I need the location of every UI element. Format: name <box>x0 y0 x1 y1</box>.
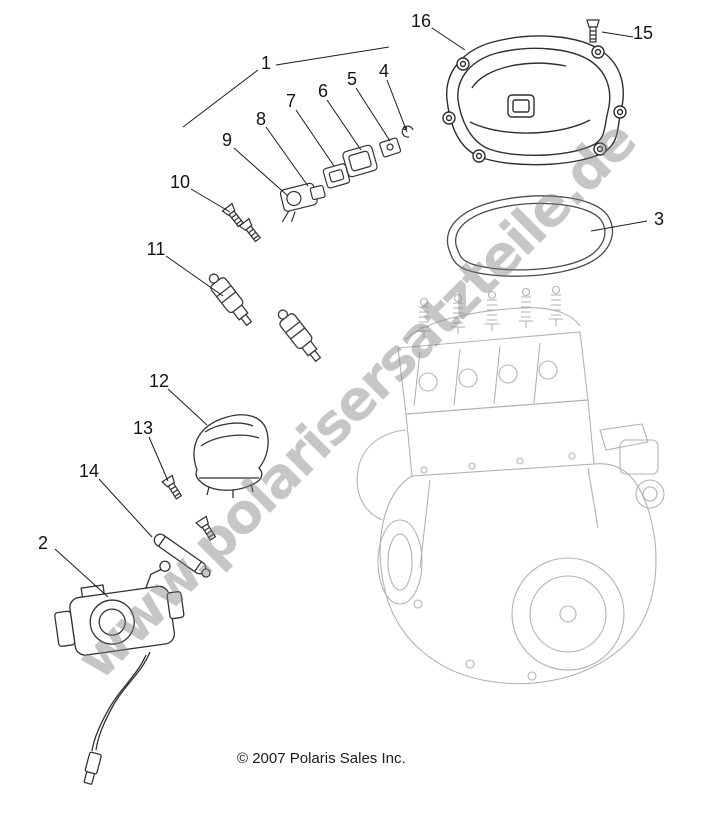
callout-12: 12 <box>148 371 170 391</box>
callout-14: 14 <box>78 461 100 481</box>
callout-9: 9 <box>221 130 233 150</box>
bolt-15-drawing <box>586 19 600 43</box>
callout-5: 5 <box>346 69 358 89</box>
callout-10: 10 <box>169 172 191 192</box>
breather-hose-drawing <box>153 533 211 578</box>
spark-coil-a-drawing <box>203 268 257 330</box>
spark-coil-b-drawing <box>272 304 326 366</box>
callout-15: 15 <box>632 23 654 43</box>
callout-16: 16 <box>410 11 432 31</box>
bolt-13-drawing <box>161 474 185 502</box>
callout-1: 1 <box>260 53 272 73</box>
throttle-body-drawing <box>54 560 185 785</box>
copyright-text: © 2007 Polaris Sales Inc. <box>237 750 406 767</box>
intake-boot-drawing <box>193 414 269 498</box>
callout-3: 3 <box>653 209 665 229</box>
callout-11: 11 <box>146 239 166 259</box>
callout-13: 13 <box>132 418 154 438</box>
callout-7: 7 <box>285 91 297 111</box>
small-parts-drawing <box>279 125 414 223</box>
callout-6: 6 <box>317 81 329 101</box>
valve-cover-drawing <box>442 35 627 166</box>
callout-4: 4 <box>378 61 390 81</box>
bolt-14-drawing <box>195 515 219 543</box>
callout-8: 8 <box>255 109 267 129</box>
callout-2: 2 <box>37 533 49 553</box>
engine-drawing <box>356 285 665 685</box>
leader-lines <box>54 27 648 598</box>
cover-gasket-drawing <box>446 195 614 277</box>
